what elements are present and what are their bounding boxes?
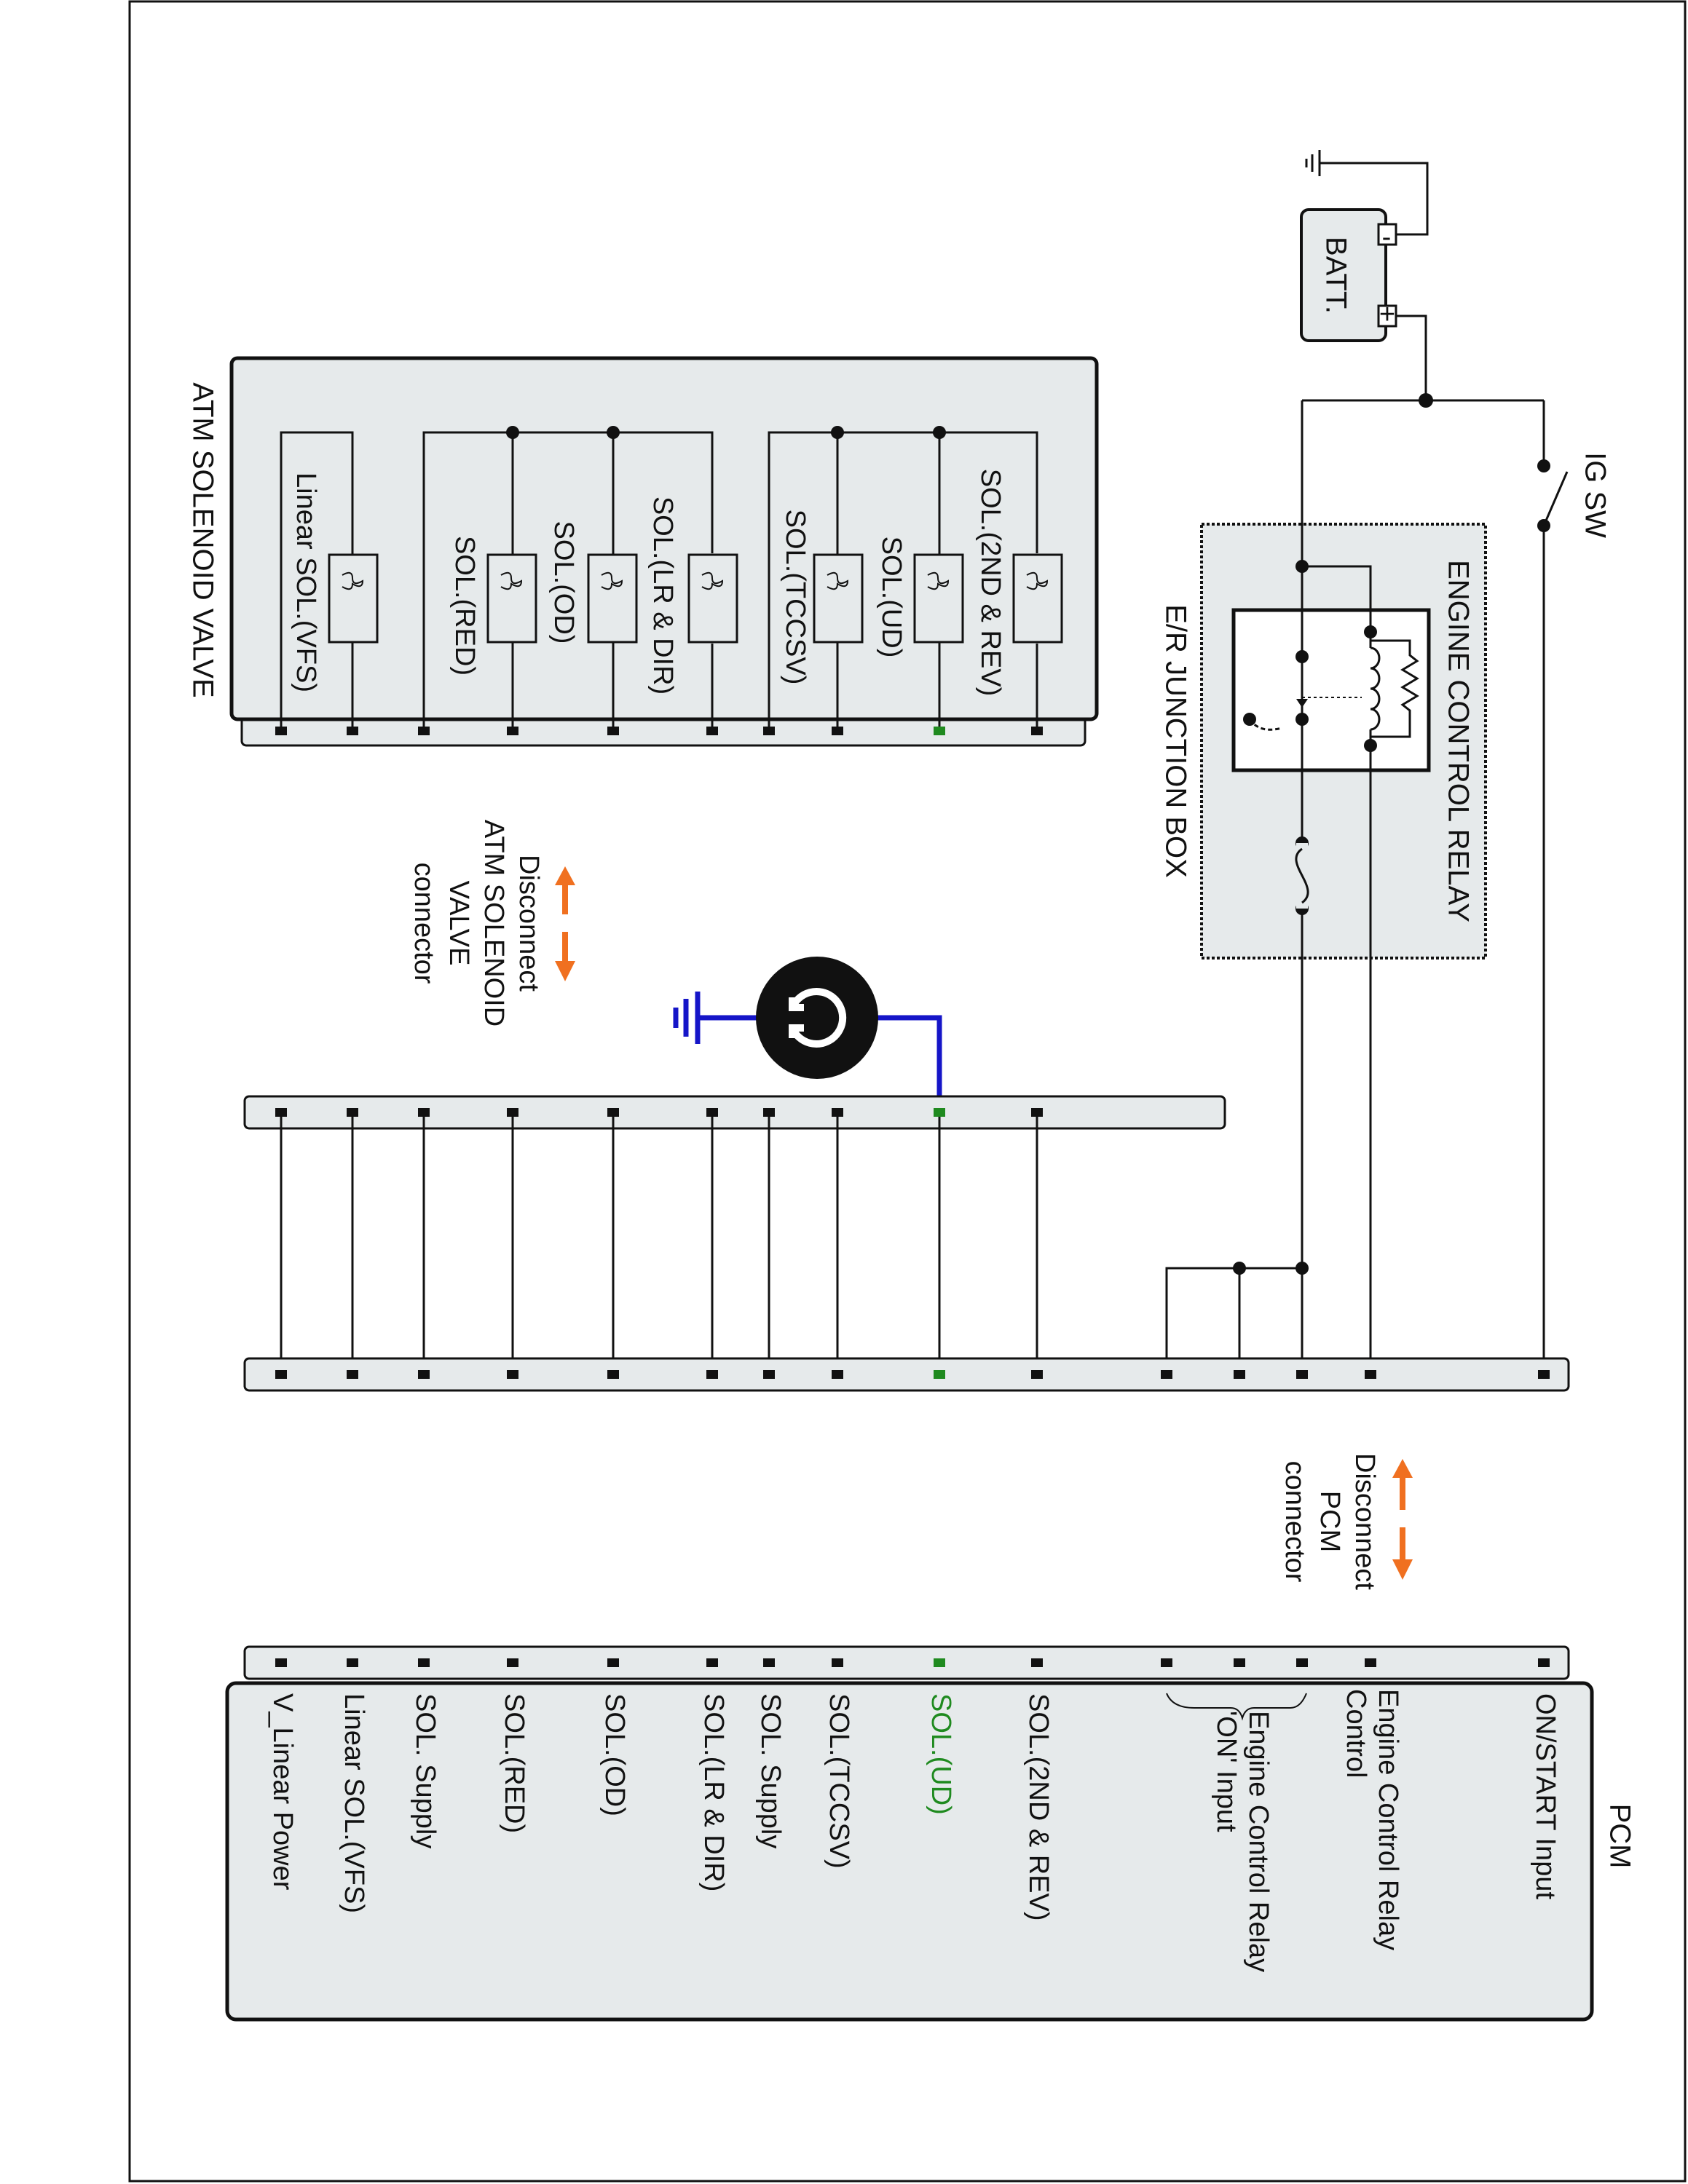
coil-icon xyxy=(1369,632,1419,745)
harness-connector-atm-pins xyxy=(275,1108,1043,1117)
double-arrow-icon xyxy=(555,866,575,981)
disconnect-pcm-line: connector xyxy=(1279,1461,1310,1583)
solenoid-label: SOL.(OD) xyxy=(548,521,579,644)
harness-connector-pcm xyxy=(243,1357,1570,1392)
battery-label: BATT. xyxy=(1320,237,1352,314)
ground-icon xyxy=(673,992,701,1044)
pcm-pin-label: V_Linear Power xyxy=(267,1693,298,1891)
solenoid-label: SOL.(UD) xyxy=(876,537,907,658)
coil-icon xyxy=(328,553,1063,644)
disconnect-atm-line: Disconnect xyxy=(513,855,544,992)
solenoid-label: SOL.(LR & DIR) xyxy=(647,496,678,695)
pcm-pin-label: SOL.(OD) xyxy=(599,1693,630,1816)
double-arrow-icon xyxy=(1392,1459,1413,1580)
page-frame xyxy=(128,0,1687,2183)
pcm-pin-label-wrap: Engine Control Relay 'ON' Input xyxy=(1211,1711,1274,1973)
ground-icon xyxy=(1305,150,1321,176)
disconnect-atm-line: connector xyxy=(409,863,439,984)
pcm-pin-label: Engine Control Relay 'ON' Input xyxy=(1211,1711,1274,1973)
solenoid-label: Linear SOL.(VFS) xyxy=(291,472,321,692)
pcm-pin-label: ON/START Input xyxy=(1530,1693,1561,1899)
pcm-label: PCM xyxy=(1604,1804,1636,1869)
disconnect-pcm-line: PCM xyxy=(1314,1491,1345,1552)
pcm-pin-label-highlight: SOL.(UD) xyxy=(926,1693,956,1815)
solenoid-label: SOL.(RED) xyxy=(449,536,480,676)
pcm xyxy=(225,1681,1594,2022)
solenoid-label: SOL.(2ND & REV) xyxy=(975,469,1006,697)
ohmmeter-icon xyxy=(756,957,878,1079)
relay-label: ENGINE CONTROL RELAY xyxy=(1442,560,1474,922)
harness-connector-atm xyxy=(243,1095,1226,1130)
battery-icon: - + xyxy=(1300,208,1397,342)
battery-pos-wire xyxy=(1396,314,1427,400)
atm-solenoid-valve-label: ATM SOLENOID VALVE xyxy=(186,382,218,697)
pcm-pin-label: SOL. Supply xyxy=(410,1693,441,1848)
harness-connector-pcm-pins xyxy=(275,1370,1550,1379)
switch-icon xyxy=(1537,459,1569,532)
disconnect-pcm-line: Disconnect xyxy=(1349,1453,1380,1590)
atm-solenoid-valve xyxy=(229,356,1099,721)
pcm-pin-label: SOL.(RED) xyxy=(499,1693,529,1833)
atm-connector-pins xyxy=(275,727,1043,735)
pcm-pin-label: SOL.(LR & DIR) xyxy=(698,1693,729,1891)
harness-wires xyxy=(280,1117,1309,1373)
solenoid-label: SOL.(TCCSV) xyxy=(780,510,811,685)
pcm-pin-label: SOL. Supply xyxy=(755,1693,786,1848)
pcm-pin-label-wrap: Engine Control Relay Control xyxy=(1341,1689,1403,1951)
highlighted-pin xyxy=(934,727,945,735)
pcm-pin-label: SOL.(TCCSV) xyxy=(824,1693,854,1869)
battery-neg-label: - xyxy=(1382,222,1392,253)
probe-wire xyxy=(859,1015,942,1112)
fuse-icon xyxy=(1295,843,1309,909)
relay xyxy=(1231,608,1431,772)
disconnect-atm-line: VALVE xyxy=(443,881,474,966)
battery-pos-label: + xyxy=(1379,299,1395,330)
battery-neg-wire xyxy=(1320,162,1429,236)
pcm-pin-label: Engine Control Relay Control xyxy=(1341,1689,1403,1951)
pcm-connector-strip xyxy=(243,1645,1570,1680)
pcm-connector-pins xyxy=(275,1658,1550,1667)
disconnect-atm-line: ATM SOLENOID xyxy=(478,820,509,1026)
ig-sw-label: IG SW xyxy=(1579,452,1611,538)
pcm-bracket xyxy=(1166,1693,1307,1721)
junction-box-label: E/R JUNCTION BOX xyxy=(1159,604,1191,878)
pcm-pin-label: Linear SOL.(VFS) xyxy=(339,1693,369,1913)
pcm-pin-label: SOL.(2ND & REV) xyxy=(1023,1693,1054,1921)
